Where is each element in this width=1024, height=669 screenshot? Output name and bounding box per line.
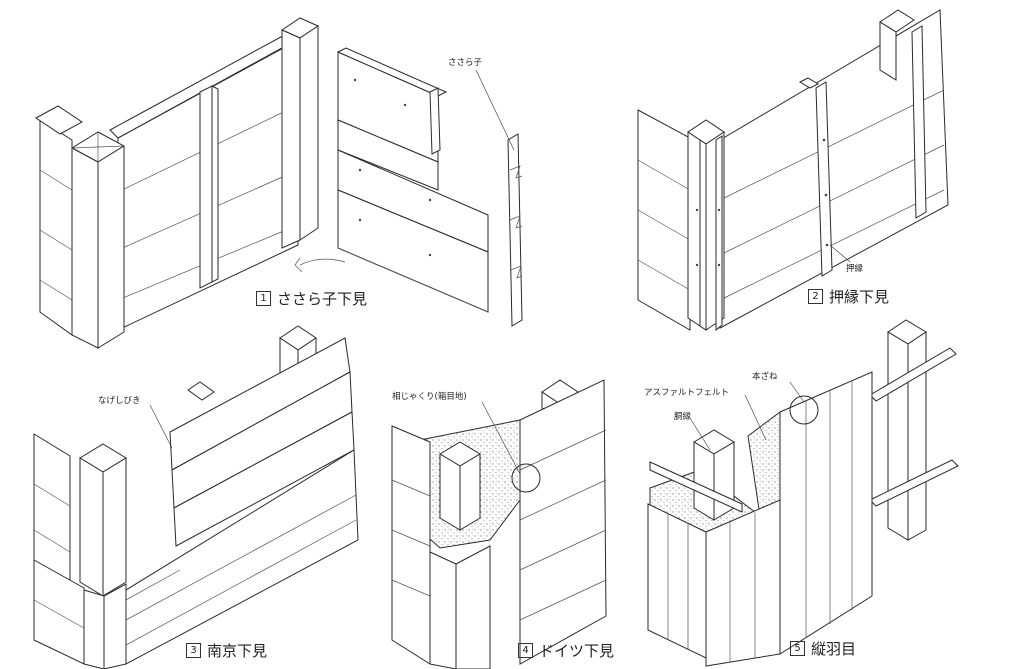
figure-3-number: 3 [186, 643, 201, 658]
figure-3-title: 南京下見 [207, 642, 268, 660]
label-oshibuchi: 押縁 [846, 264, 864, 274]
label-aijakuri: 相じゃくり(箱目地) [392, 392, 467, 402]
figure-2-title: 押縁下見 [829, 288, 890, 306]
label-asphalt-felt: アスファルトフェルト [644, 388, 730, 398]
figure-3-drawing [33, 325, 359, 669]
label-sasarako: ささら子 [448, 58, 483, 68]
figure-1-drawing [35, 17, 523, 349]
figure-2-number: 2 [808, 289, 823, 304]
label-honzane: 本ざね [752, 372, 778, 382]
figure-4-drawing [391, 379, 607, 669]
figure-1-caption: 1 ささら子下見 [256, 288, 367, 309]
figure-4-number: 4 [518, 643, 533, 658]
figure-5-drawing [647, 319, 959, 667]
figure-1-title: ささら子下見 [277, 290, 368, 308]
label-nageshibiki: なげしびき [98, 396, 141, 406]
label-dobuchi: 胴縁 [674, 412, 692, 422]
figure-1-number: 1 [256, 291, 271, 306]
figure-4-title: ドイツ下見 [539, 642, 615, 660]
figure-5-number: 5 [790, 641, 805, 656]
figure-2-drawing [637, 9, 949, 332]
figure-2-caption: 2 押縁下見 [808, 286, 889, 307]
figure-3-caption: 3 南京下見 [186, 640, 267, 661]
figure-5-title: 縦羽目 [811, 640, 857, 658]
figure-5-caption: 5 縦羽目 [790, 638, 856, 659]
figure-4-caption: 4 ドイツ下見 [518, 640, 614, 661]
